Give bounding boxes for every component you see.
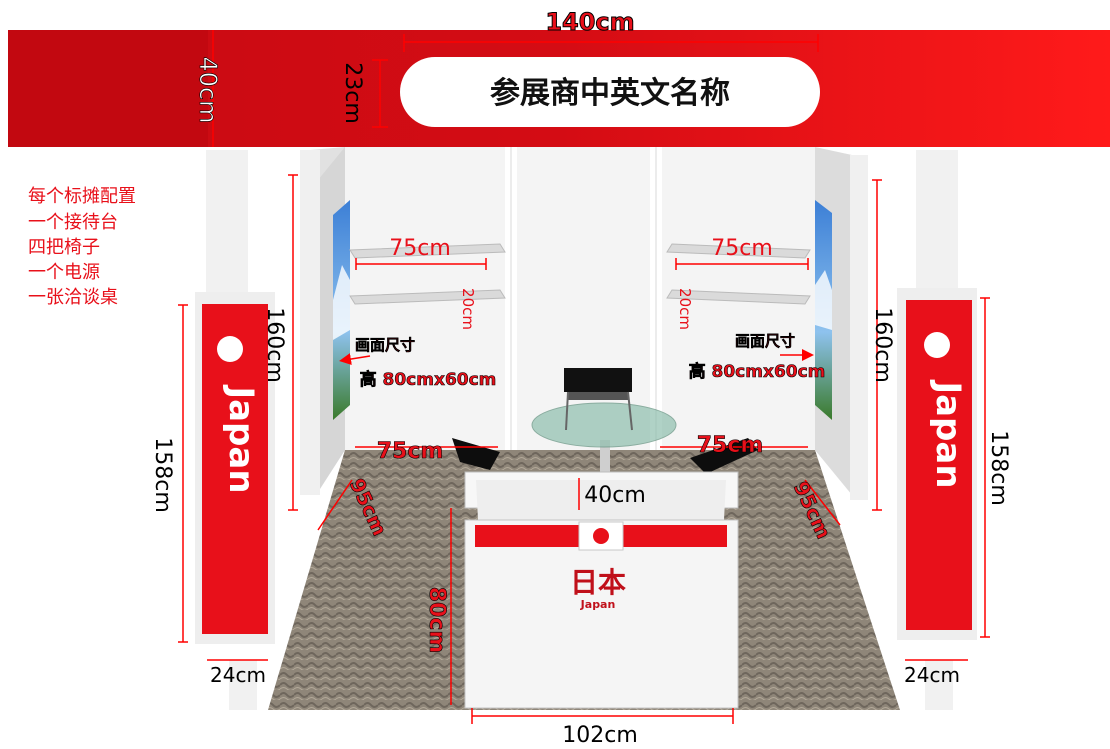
left-column-width-label: 24cm (210, 663, 266, 687)
right-column (897, 150, 977, 710)
counter-flag-sun (593, 528, 609, 544)
sign-height-label: 23cm (340, 62, 365, 124)
right-shelf-width-label: 75cm (711, 236, 773, 261)
booth-config-notes: 每个标摊配置 一个接待台 四把椅子 一个电源 一张洽谈桌 (28, 186, 136, 308)
dimension-lines (178, 30, 990, 724)
config-note-line: 一个电源 (28, 262, 100, 283)
right-shelves (666, 243, 811, 305)
left-shelf-width-label: 75cm (389, 236, 451, 261)
reception-counter (464, 471, 739, 709)
left-shelves (349, 243, 506, 305)
config-note-line: 一个接待台 (28, 212, 118, 233)
left-wall-height-label: 160cm (262, 307, 287, 383)
right-wall-picture (815, 200, 832, 420)
right-column-height-label: 158cm (986, 430, 1011, 506)
left-depth-width-label: 75cm (377, 439, 444, 464)
left-column-height-label: 158cm (150, 437, 175, 513)
counter-country-en: Japan (580, 598, 616, 611)
counter-height-label: 80cm (424, 587, 449, 654)
left-picture-label: 画面尺寸 (355, 336, 415, 354)
left-picture-size-label: 高 80cmx60cm (360, 369, 497, 390)
right-shelf-gap-label: 20cm (676, 288, 694, 330)
right-picture-size-label: 高 80cmx60cm (689, 361, 826, 382)
right-column-text: Japan (928, 379, 968, 488)
config-note-line: 四把椅子 (28, 237, 100, 258)
header-height-label: 40cm (194, 56, 222, 123)
right-column-width-label: 24cm (904, 663, 960, 687)
counter-width-label: 102cm (562, 723, 638, 748)
exhibitor-name: 参展商中英文名称 (490, 76, 730, 111)
left-flag-sun-icon (217, 336, 243, 362)
right-wall-height-label: 160cm (870, 307, 895, 383)
left-column-text: Japan (221, 384, 261, 493)
negotiation-table (531, 402, 677, 480)
counter-country-cn: 日本 (570, 566, 626, 599)
config-note-line: 一张洽谈桌 (28, 287, 118, 308)
header-width-label: 140cm (545, 8, 634, 36)
left-wall-picture (333, 200, 350, 420)
right-depth-width-label: 75cm (697, 433, 764, 458)
fascia-banner (8, 30, 1110, 147)
right-picture-label: 画面尺寸 (735, 332, 795, 350)
counter-depth-label: 40cm (584, 483, 646, 508)
exhibitor-sign-plate (400, 57, 820, 127)
left-shelf-gap-label: 20cm (459, 288, 477, 330)
right-flag-sun-icon (924, 332, 950, 358)
config-note-line: 每个标摊配置 (28, 186, 136, 207)
left-column (195, 150, 275, 710)
